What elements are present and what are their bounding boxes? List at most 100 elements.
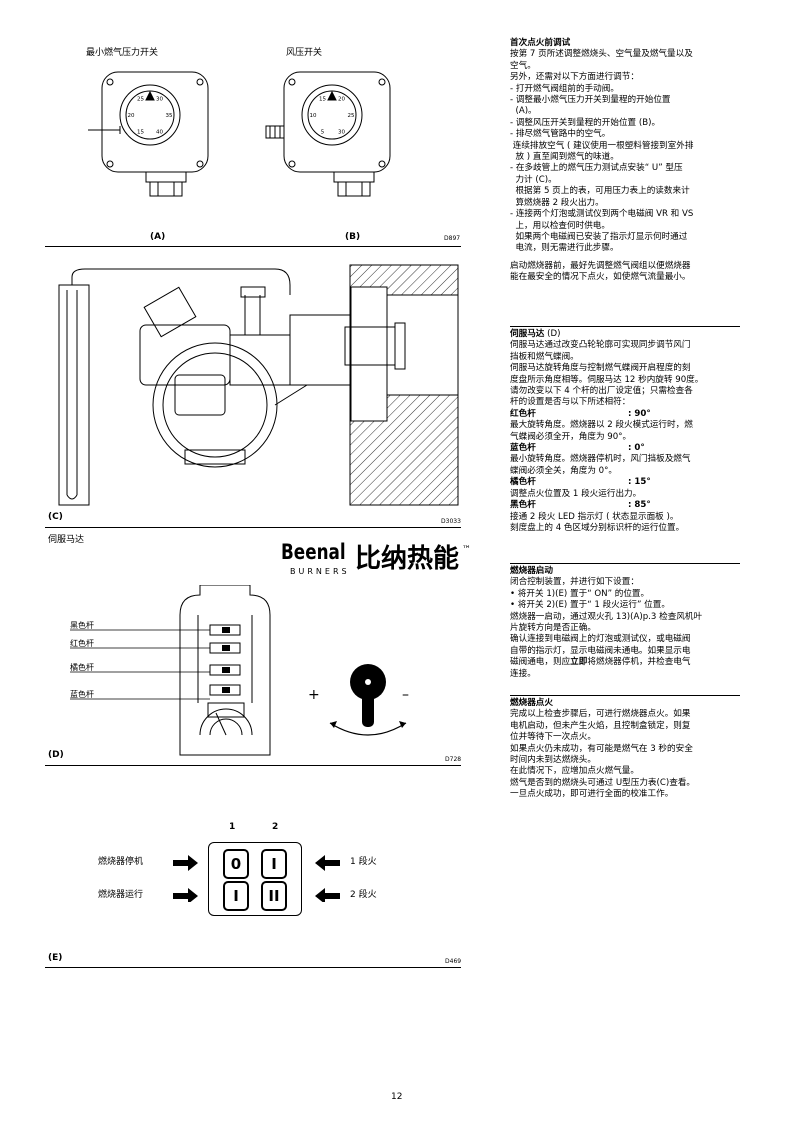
cam-name: 蓝色杆 [510,443,536,454]
section-title: 伺服马达 [510,329,545,339]
text-line: 自带的指示灯，显示电磁阀未通电。如果显示电 [510,645,691,656]
cam-leader-lines [70,629,210,700]
text-line: 空气。 [510,60,536,71]
text-line: 位并等待下一次点火。 [510,732,596,743]
text-line: 上，用以检查何时供电。 [510,220,610,231]
text-line: 放 ) 直至闻到燃气的味道。 [510,152,619,163]
text-line: 片旋转方向是否正确。 [510,623,596,634]
dial-mark: 10 [310,113,317,119]
divider [45,527,461,528]
dial-mark: 5 [321,130,325,136]
text-line: (A)。 [510,106,537,117]
text-line: 杆的设置是否与以下所述相符： [510,397,631,408]
divider [45,967,461,968]
section-burner-start: 燃烧器启动 闭合控制装置，并进行如下设置：• 将开关 1)(E) 置于“ ON”… [510,566,740,680]
dial-mark: 15 [319,97,326,103]
cam-description: 蝶阀必须全关，角度为 0°。 [510,465,618,476]
logo-cn: 比纳热能 [355,544,460,574]
logo-sub: BURNERS [290,567,350,576]
arrow-left-icon [315,855,340,871]
label-burner-run: 燃烧器运行 [98,890,144,900]
cam-name: 黑色杆 [510,500,536,511]
cam-value: : 0° [628,443,645,454]
cam-setting-row: 蓝色杆 : 0° [510,443,740,454]
text-line: 度盘所示角度相等。伺服马达 12 秒内旋转 90度。 [510,374,704,385]
text-line: - 调整最小燃气压力开关到量程的开始位置 [510,95,671,106]
text-line: - 在多歧管上的燃气压力测试点安装“ U” 型压 [510,163,683,174]
cam-value: : 90° [628,408,651,419]
text-line: 闭合控制装置，并进行如下设置： [510,577,639,588]
switch-panel: 0 I I II [208,842,302,916]
cam-description: 刻度盘上的 4 色区域分别标识杆的运行位置。 [510,522,685,533]
section-first-ignition: 首次点火前调试 按第 7 页所述调整燃烧头、空气量及燃气量以及空气。另外，还需对… [510,38,740,284]
text-line: 时间内未到达燃烧头。 [510,755,596,766]
cam-description: 气蝶阀必须全开，角度为 90°。 [510,431,632,442]
text-line: 电流，则无需进行此步骤。 [510,243,619,254]
label-burner-stop: 燃烧器停机 [98,857,144,867]
text-line: - 排尽燃气管路中的空气。 [510,129,611,140]
logo-tm: ™ [462,545,471,555]
fig-a-caption: (A) [150,232,166,242]
text-line: 确认连接到电磁阀上的灯泡或测试仪，或电磁阀 [510,634,691,645]
cam-description: 调整点火位置及 1 段火运行出力。 [510,488,642,499]
dial-mark: 40 [156,130,163,136]
text-line: 能在最安全的情况下点火，如使燃气流量最小。 [510,272,691,283]
arrow-left-icon [315,888,340,902]
servomotor-label: 伺服马达 [48,535,85,545]
section-burner-ignition: 燃烧器点火 完成以上检查步骤后，可进行燃烧器点火。如果电机启动，但未产生火焰，且… [510,698,740,801]
cam-label-black: 黑色杆 [70,621,94,630]
switch-2-stage2[interactable]: II [261,881,287,911]
cam-setting-row: 红色杆: 90° [510,409,740,420]
text-line: - 连接两个灯泡或测试仪到两个电磁阀 VR 和 VS [510,209,694,220]
switch-col-2: 2 [272,822,279,832]
divider [510,695,740,696]
arrow-right-icon [173,855,198,871]
section-servomotor: 伺服马达 (D) 伺服马达通过改变凸轮轮廓可实现同步调节风门挡板和燃气蝶阀。伺服… [510,329,740,534]
arrow-right-icon [173,888,198,902]
switch-2-stage1[interactable]: I [261,849,287,879]
cam-knob-icon [329,664,407,736]
dial-mark: 35 [166,113,173,119]
arrows [173,855,340,902]
text-line: 完成以上检查步骤后，可进行燃烧器点火。如果 [510,709,691,720]
minus-sign: – [402,687,409,703]
fig-d-caption: (D) [48,750,64,760]
logo-name: Beenal [281,540,346,564]
switch-1-on[interactable]: I [223,881,249,911]
cam-description: 最小旋转角度。燃烧器停机时，风门挡板及燃气 [510,454,691,465]
text-line: 燃气是否到的燃烧头可通过 U型压力表(C)查看。 [510,777,696,788]
section-title: 燃烧器启动 [510,566,553,576]
cam-label-orange: 橘色杆 [70,663,94,672]
burner-manometer-drawing [58,264,459,506]
page-number: 12 [391,1092,403,1102]
dial-mark: 30 [338,130,345,136]
fig-e-code: D469 [445,958,462,965]
text-line: 按第 7 页所述调整燃烧头、空气量及燃气量以及 [510,49,693,60]
text-line: 请勿改变以下 4 个杆的出厂设定值；只需检查各 [510,386,693,397]
dial-mark: 20 [338,97,345,103]
text-line: - 打开燃气阀组前的手动阀。 [510,83,619,94]
dial-mark: 15 [137,130,144,136]
fig-a-title: 最小燃气压力开关 [86,48,159,58]
section-title-suffix: (D) [544,329,561,339]
switch-1-off[interactable]: 0 [223,849,249,879]
section-title: 燃烧器点火 [510,698,553,708]
text-line: 伺服马达旋转角度与控制燃气蝶阀开启程度的刻 [510,363,691,374]
cam-description: 最大旋转角度。燃烧器以 2 段火模式运行时，燃 [510,420,693,431]
divider [45,246,461,247]
label-stage-1: 1 段火 [350,857,377,867]
cam-label-blue: 蓝色杆 [70,690,94,699]
fig-c-caption: (C) [48,512,63,522]
text-line: 电机启动，但未产生火焰，且控制盒锁定，则复 [510,720,691,731]
divider [510,563,740,564]
fig-d-code: D728 [445,756,462,763]
plus-sign: + [308,687,320,703]
dial-mark: 30 [156,97,163,103]
text-line: 算燃烧器 2 段火出力。 [510,197,604,208]
divider [510,326,740,327]
fig-c-code: D3033 [441,518,461,525]
dial-mark: 20 [128,113,135,119]
text: 磁阀通电，则应 [510,657,571,668]
dial-mark: 25 [137,97,144,103]
